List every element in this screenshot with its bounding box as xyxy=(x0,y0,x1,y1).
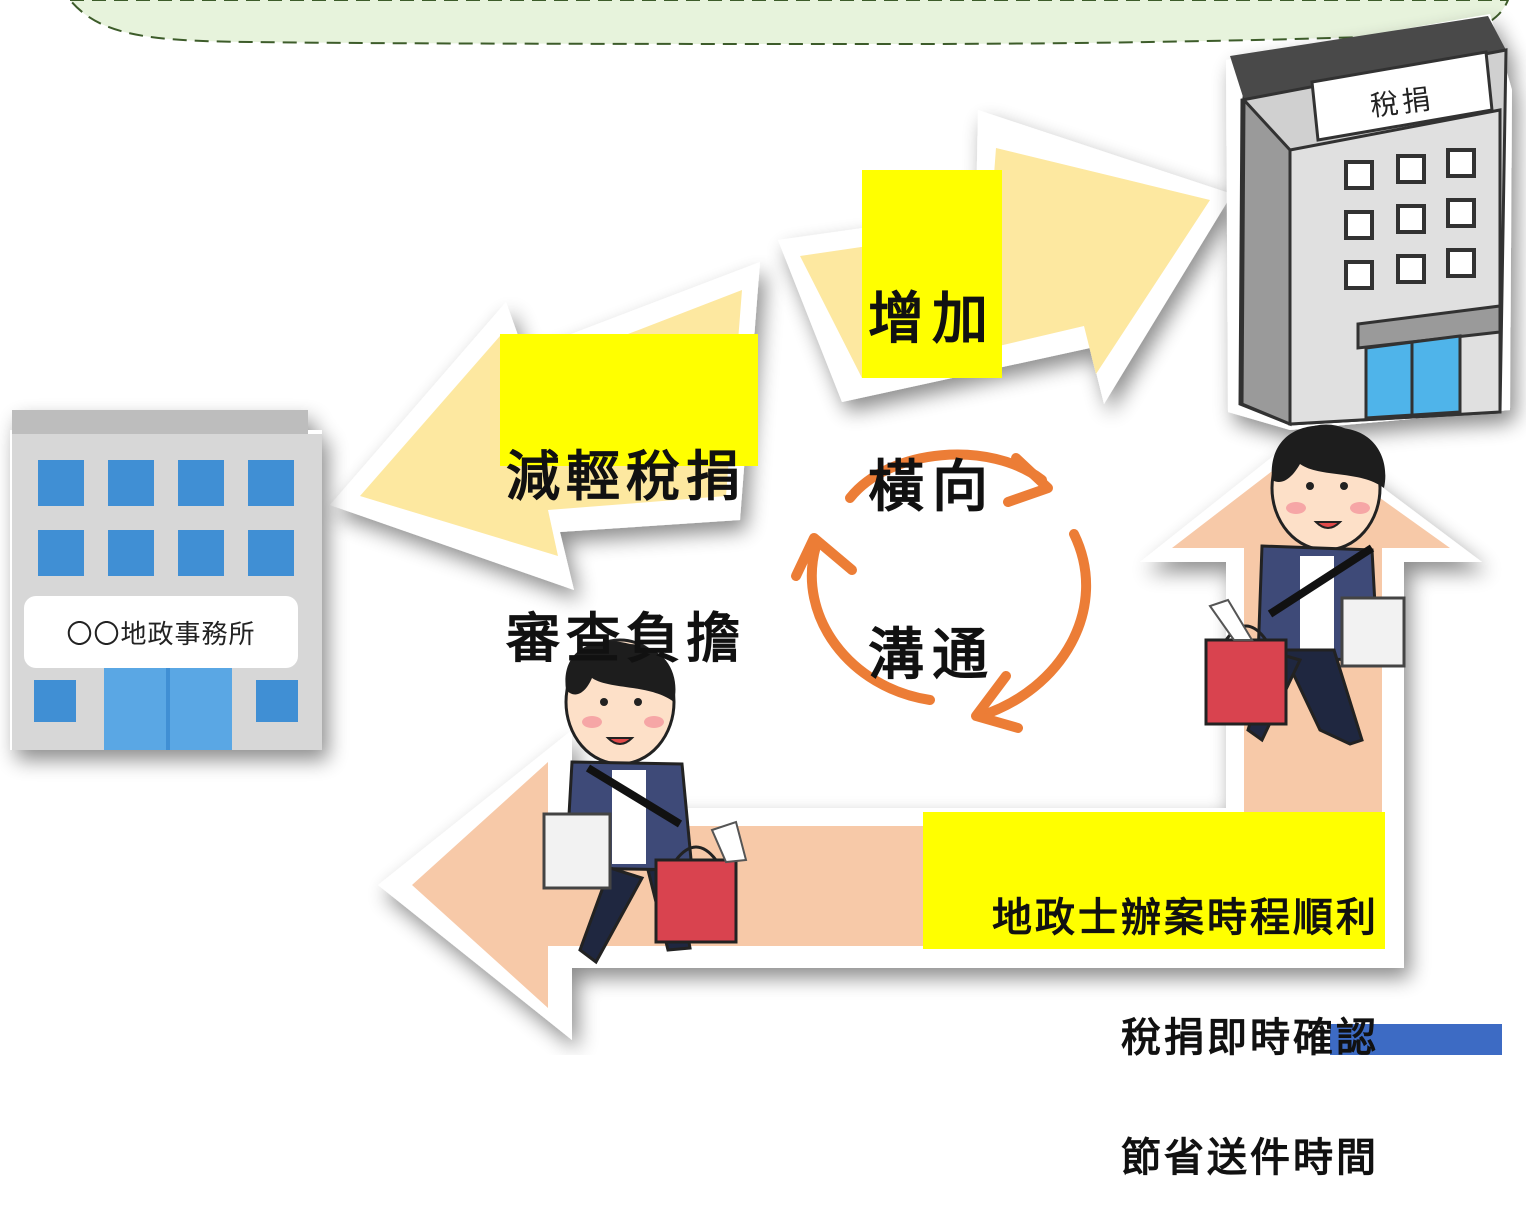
label-line: 增加 xyxy=(868,287,996,352)
cycle-arrows-icon xyxy=(791,449,1092,733)
courier-person-icon xyxy=(1204,424,1406,746)
label-line: 減輕稅捐 xyxy=(506,445,746,508)
label-line: 橫向 xyxy=(868,455,996,520)
label-line: 溝通 xyxy=(868,623,996,688)
label-line: 節省送件時間 xyxy=(1121,1135,1379,1181)
label-benefits: 地政士辦案時程順利 稅捐即時確認 節省送件時間 xyxy=(923,812,1385,1178)
label-reduce-burden: 減輕稅捐 審查負擔 xyxy=(500,334,758,666)
tax-bureau-building-icon xyxy=(1226,14,1512,430)
courier-person-icon xyxy=(542,638,748,965)
land-office-building-icon xyxy=(10,410,322,750)
yellow-arrow-right xyxy=(778,110,1232,404)
label-increase-communication: 增加 橫向 溝通 xyxy=(862,170,1002,684)
top-banner xyxy=(68,0,1510,46)
land-office-sign: 〇〇地政事務所 xyxy=(24,596,298,668)
label-line: 地政士辦案時程順利 xyxy=(992,895,1379,941)
label-line: 稅捐即時確認 xyxy=(1121,1015,1379,1061)
corner-block xyxy=(1330,1024,1502,1055)
label-line: 審查負擔 xyxy=(506,607,746,670)
